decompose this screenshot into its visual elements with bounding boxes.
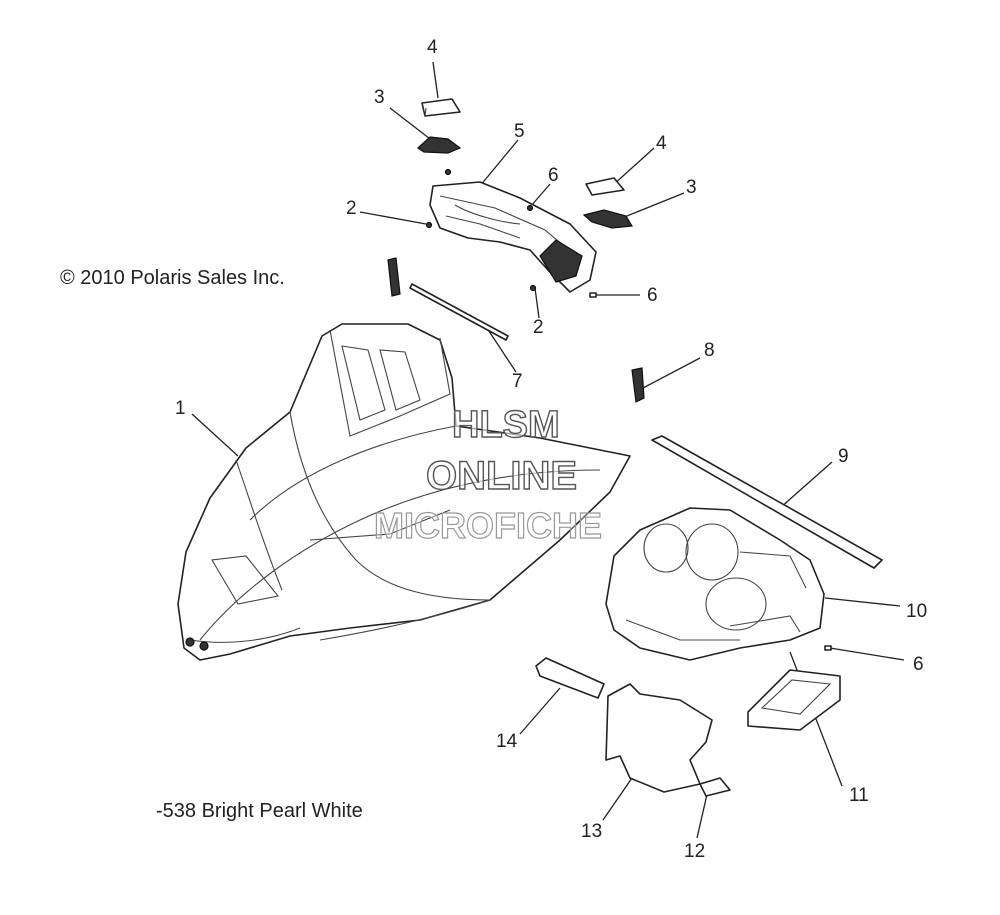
- callout-3-upper: 3: [374, 87, 385, 108]
- gauge-pad-4a: [421, 98, 461, 117]
- watermark-line-2: ONLINE: [425, 454, 578, 498]
- pad-12: [699, 777, 731, 797]
- heat-shield-13: [605, 683, 713, 793]
- rod-7: [387, 257, 509, 341]
- callout-4-upper: 4: [427, 37, 438, 58]
- callout-5: 5: [514, 121, 525, 142]
- callout-12: 12: [684, 841, 706, 862]
- callout-2-left: 2: [346, 198, 357, 219]
- callout-10: 10: [906, 601, 928, 622]
- callout-6-lower: 6: [913, 654, 924, 675]
- clip-8: [631, 367, 645, 403]
- callout-8: 8: [704, 340, 715, 361]
- leader-lines: [191, 61, 905, 839]
- filter-11: [747, 669, 841, 731]
- color-code-text: -538 Bright Pearl White: [156, 800, 363, 822]
- callout-3-right: 3: [686, 177, 697, 198]
- copyright-text: © 2010 Polaris Sales Inc.: [60, 267, 285, 289]
- callout-14: 14: [496, 731, 518, 752]
- watermark-line-3: MICROFICHE: [373, 505, 602, 546]
- callout-1: 1: [175, 398, 186, 419]
- callout-13: 13: [581, 821, 603, 842]
- callout-6-top: 6: [548, 165, 559, 186]
- callout-2-bottom: 2: [533, 317, 544, 338]
- airbox-10: [605, 507, 825, 661]
- gauge-pad-4b: [585, 177, 625, 196]
- callout-11: 11: [849, 785, 869, 806]
- callout-9: 9: [838, 446, 849, 467]
- fasteners: [425, 168, 832, 651]
- callout-7: 7: [512, 371, 523, 392]
- seal-strip-9: [651, 435, 883, 569]
- hood-1: [177, 323, 631, 661]
- dash-console-5: [429, 181, 597, 293]
- watermark-line-1: HLSM: [451, 404, 560, 446]
- gauge-trim-3b: [582, 209, 634, 229]
- gauge-trim-3a: [417, 136, 462, 154]
- callout-6-mid: 6: [647, 285, 658, 306]
- callout-4-right: 4: [656, 133, 667, 154]
- pad-14: [535, 657, 605, 699]
